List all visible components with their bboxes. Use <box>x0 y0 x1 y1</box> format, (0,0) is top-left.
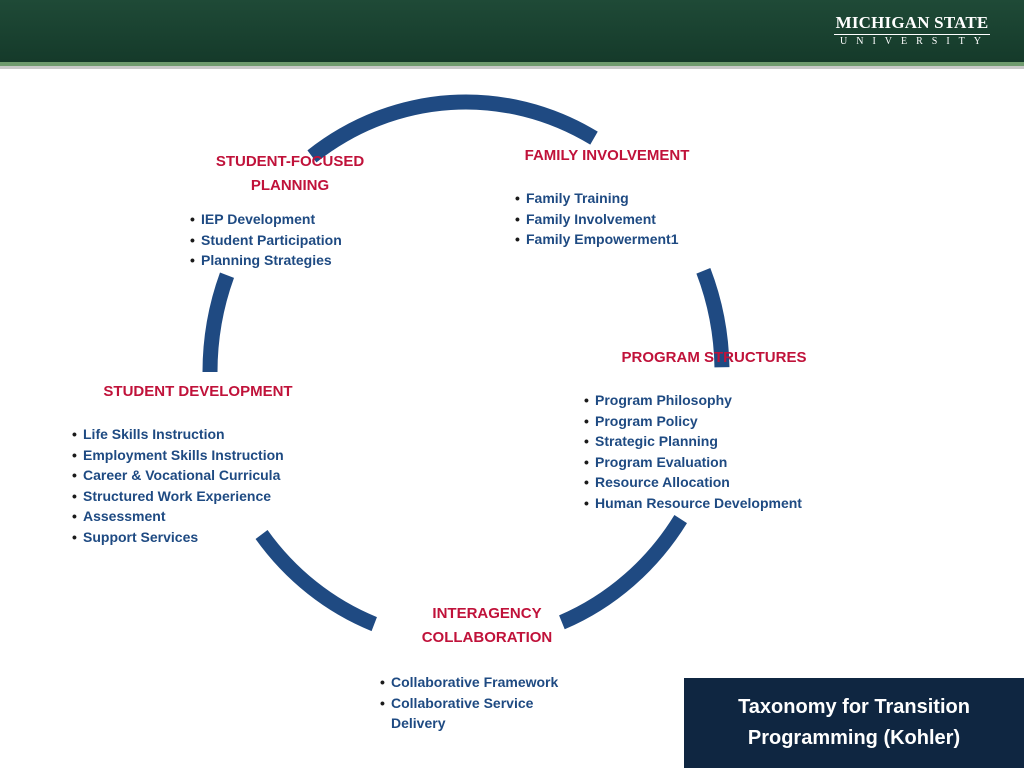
section-student-development: STUDENT DEVELOPMENT Life Skills Instruct… <box>72 380 332 547</box>
list-item: Family Empowerment1 <box>515 229 707 250</box>
section-item-list: Program Philosophy Program Policy Strate… <box>584 390 844 513</box>
ring-arc-left <box>202 272 235 372</box>
list-item: Human Resource Development <box>584 493 844 514</box>
section-heading: STUDENT-FOCUSED PLANNING <box>215 153 365 194</box>
logo-wordmark: MICHIGAN STATE <box>835 13 989 32</box>
section-item-list: Collaborative Framework Collaborative Se… <box>380 672 590 734</box>
list-item: Family Training <box>515 188 707 209</box>
list-item: Collaborative Framework <box>380 672 590 693</box>
list-item: Student Participation <box>190 230 390 251</box>
list-item: Support Services <box>72 527 332 548</box>
section-interagency-collaboration: INTERAGENCY COLLABORATION Collaborative … <box>380 602 590 734</box>
section-program-structures: PROGRAM STRUCTURES Program Philosophy Pr… <box>584 346 844 513</box>
msu-logo: MICHIGAN STATE UNIVERSITY <box>834 14 990 48</box>
logo-subtitle: UNIVERSITY <box>840 36 990 47</box>
list-item: Strategic Planning <box>584 431 844 452</box>
list-item: Assessment <box>72 506 332 527</box>
section-heading: STUDENT DEVELOPMENT <box>103 383 293 400</box>
list-item: IEP Development <box>190 209 390 230</box>
caption-text: Taxonomy for Transition Programming (Koh… <box>738 696 970 749</box>
list-item: Resource Allocation <box>584 472 844 493</box>
section-heading: PROGRAM STRUCTURES <box>621 349 807 366</box>
list-item: Family Involvement <box>515 209 707 230</box>
slide-caption: Taxonomy for Transition Programming (Koh… <box>684 678 1024 768</box>
header-accent-line <box>0 62 1024 66</box>
list-item: Program Evaluation <box>584 452 844 473</box>
section-student-focused-planning: STUDENT-FOCUSED PLANNING IEP Development… <box>190 150 390 271</box>
list-item: Structured Work Experience <box>72 486 332 507</box>
list-item: Career & Vocational Curricula <box>72 465 332 486</box>
list-item: Planning Strategies <box>190 250 390 271</box>
ring-arc-right <box>696 268 730 368</box>
section-item-list: IEP Development Student Participation Pl… <box>190 209 390 271</box>
list-item: Program Philosophy <box>584 390 844 411</box>
list-item: Life Skills Instruction <box>72 424 332 445</box>
ring-arc-bottom-right <box>559 514 687 630</box>
list-item: Employment Skills Instruction <box>72 445 332 466</box>
section-item-list: Family Training Family Involvement Famil… <box>515 188 707 250</box>
section-family-involvement: FAMILY INVOLVEMENT Family Training Famil… <box>507 144 707 250</box>
logo-divider <box>834 34 990 35</box>
list-item: Collaborative Service Delivery <box>380 693 590 734</box>
ring-arc-top <box>307 94 598 163</box>
ring-arc-bottom-left <box>255 529 377 632</box>
section-heading: FAMILY INVOLVEMENT <box>524 147 690 164</box>
section-item-list: Life Skills Instruction Employment Skill… <box>72 424 332 547</box>
section-heading: INTERAGENCY COLLABORATION <box>421 605 553 646</box>
header-shadow-line <box>0 66 1024 69</box>
header-bar: MICHIGAN STATE UNIVERSITY <box>0 0 1024 62</box>
list-item: Program Policy <box>584 411 844 432</box>
